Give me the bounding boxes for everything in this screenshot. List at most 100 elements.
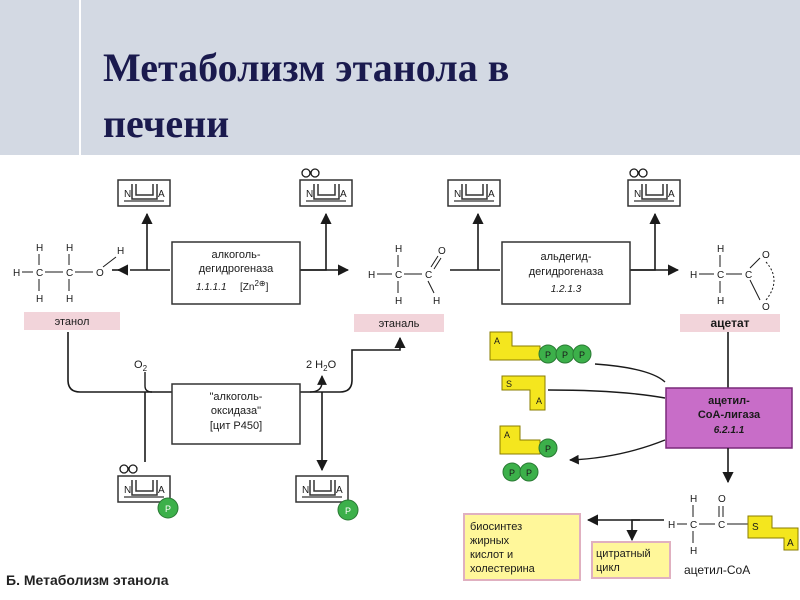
oxidase-line2: оксидаза" bbox=[211, 405, 261, 417]
label-ethanal: этаналь bbox=[354, 314, 444, 332]
ethanol-structure: H H H C C O H H H bbox=[13, 243, 124, 305]
ethanol-h2: H bbox=[66, 243, 73, 254]
ethanol-h-oh: H bbox=[117, 246, 124, 257]
biosynthesis-line1: биосинтез bbox=[470, 521, 522, 533]
line-coa-ligase bbox=[547, 389, 666, 399]
nadh-a-label: A bbox=[340, 189, 347, 200]
arrow-oxidase-ethanal bbox=[300, 336, 406, 393]
enzyme-alcohol-oxidase: "алкоголь- оксидаза" [цит P450] bbox=[171, 383, 301, 445]
adh-name2: дегидрогеназа bbox=[199, 263, 274, 275]
figure-caption: Б. Метаболизм этанола bbox=[6, 572, 169, 588]
ethanal-o: O bbox=[438, 246, 446, 257]
line-ethanol-oxidase bbox=[67, 332, 172, 393]
page-title-line2: печени bbox=[103, 101, 230, 146]
ethanal-h3: H bbox=[395, 296, 402, 307]
nadp-p-label: P bbox=[345, 506, 351, 516]
line-atp-ligase bbox=[594, 363, 666, 383]
label-ethanol: этанол bbox=[24, 312, 120, 330]
nadph-n-label: N bbox=[124, 485, 131, 496]
acetylcoa-h3: H bbox=[690, 546, 697, 557]
oxidase-line1: "алкоголь- bbox=[210, 391, 263, 403]
nadh-box-adh-out: N A bbox=[299, 168, 353, 207]
ppi-p2: P bbox=[526, 468, 532, 478]
ethanal-h4: H bbox=[433, 296, 440, 307]
nadh-box-aldh-out: N A bbox=[627, 168, 681, 207]
acetylcoa-h1: H bbox=[690, 494, 697, 505]
atp-p3: P bbox=[579, 350, 585, 360]
adh-code: 1.1.1.1 bbox=[196, 282, 227, 293]
acetate-h3: H bbox=[717, 296, 724, 307]
ligase-line2: CoA-лигаза bbox=[698, 409, 761, 421]
atp-p2: P bbox=[562, 350, 568, 360]
biosynthesis-line3: кислот и bbox=[470, 549, 513, 561]
acetyl-coa-structure: H H C C O H S A bbox=[668, 494, 799, 557]
o2-input-line bbox=[144, 372, 153, 393]
acetate-h1: H bbox=[717, 244, 724, 255]
ethanol-c1: C bbox=[36, 268, 43, 279]
oxidase-line3: [цит P450] bbox=[210, 420, 262, 432]
nad-a-label: A bbox=[158, 189, 165, 200]
ethanal-c1: C bbox=[395, 270, 402, 281]
adh-metal: [Zn2⊕] bbox=[240, 279, 269, 293]
ligase-line3: 6.2.1.1 bbox=[714, 425, 745, 436]
arrow-to-citrate-cycle bbox=[626, 519, 640, 542]
amp-a-label: A bbox=[504, 430, 510, 440]
aldh-code: 1.2.1.3 bbox=[551, 284, 582, 295]
acetylcoa-c2: C bbox=[718, 520, 725, 531]
pyrophosphate-symbol: P P bbox=[502, 462, 539, 482]
amp-symbol: A P bbox=[499, 425, 558, 458]
ethanal-c2: C bbox=[425, 270, 432, 281]
coa-a-label: A bbox=[536, 396, 542, 406]
adh-name1: алкоголь- bbox=[211, 249, 260, 261]
nad-a-label-2: A bbox=[488, 189, 495, 200]
atp-a-label: A bbox=[494, 336, 500, 346]
atp-symbol: A P P P bbox=[489, 331, 592, 364]
ethanol-h5: H bbox=[66, 294, 73, 305]
acetylcoa-c1: C bbox=[690, 520, 697, 531]
ppi-p1: P bbox=[509, 468, 515, 478]
enzyme-acetyl-coa-ligase: ацетил- CoA-лигаза 6.2.1.1 bbox=[665, 387, 793, 449]
nadp-n-label: N bbox=[302, 485, 309, 496]
ethanal-h1: H bbox=[395, 244, 402, 255]
label-ethanal-text: этаналь bbox=[379, 318, 420, 330]
ethanol-h3: H bbox=[13, 268, 20, 279]
acetylcoa-h2: H bbox=[668, 520, 675, 531]
ethanol-h1: H bbox=[36, 243, 43, 254]
nadh-n-label: N bbox=[306, 189, 313, 200]
label-acetyl-coa: ацетил-CoA bbox=[684, 563, 750, 577]
ethanal-h2: H bbox=[368, 270, 375, 281]
nadh-a-label-2: A bbox=[668, 189, 675, 200]
acetate-structure: H H C C O O H bbox=[690, 244, 775, 313]
ethanal-structure: H H C C O H H bbox=[368, 244, 446, 307]
nadph-a-label: A bbox=[158, 485, 165, 496]
ethanol-h4: H bbox=[36, 294, 43, 305]
acetate-o1: O bbox=[762, 250, 770, 261]
label-acetate: ацетат bbox=[680, 314, 780, 332]
nad-box-aldh-in: N A bbox=[447, 179, 501, 207]
nadph-box: N A P bbox=[117, 464, 179, 519]
enzyme-aldehyde-dehydrogenase: альдегид- дегидрогеназа 1.2.1.3 bbox=[501, 241, 631, 305]
ethanol-metabolism-diagram: N A N A N A N A H H bbox=[13, 168, 799, 581]
citrate-line1: цитратный bbox=[596, 548, 651, 560]
title-banner bbox=[0, 0, 800, 155]
arrow-ligase-amp bbox=[569, 439, 666, 465]
nadp-a-label: A bbox=[336, 485, 343, 496]
aldh-name1: альдегид- bbox=[540, 251, 591, 263]
nad-box-adh-in: N A bbox=[117, 179, 171, 207]
acetate-c2: C bbox=[745, 270, 752, 281]
acetylcoa-o: O bbox=[718, 494, 726, 505]
banner-rule bbox=[79, 0, 81, 155]
biosynthesis-line2: жирных bbox=[470, 535, 510, 547]
acetylcoa-s-label: S bbox=[752, 522, 759, 533]
arrow-water-out bbox=[309, 375, 327, 393]
enzyme-alcohol-dehydrogenase: алкоголь- дегидрогеназа 1.1.1.1 [Zn2⊕] bbox=[171, 241, 301, 305]
arrow-aldh-nadh-out bbox=[630, 212, 661, 271]
nadh-n-label-2: N bbox=[634, 189, 641, 200]
nadph-p-label: P bbox=[165, 504, 171, 514]
atp-p1: P bbox=[545, 350, 551, 360]
nadp-box: N A P bbox=[295, 475, 359, 521]
nad-n-label-2: N bbox=[454, 189, 461, 200]
label-acetate-text: ацетат bbox=[711, 316, 750, 330]
biosynthesis-line4: холестерина bbox=[470, 563, 536, 575]
amp-p-label: P bbox=[545, 444, 551, 454]
